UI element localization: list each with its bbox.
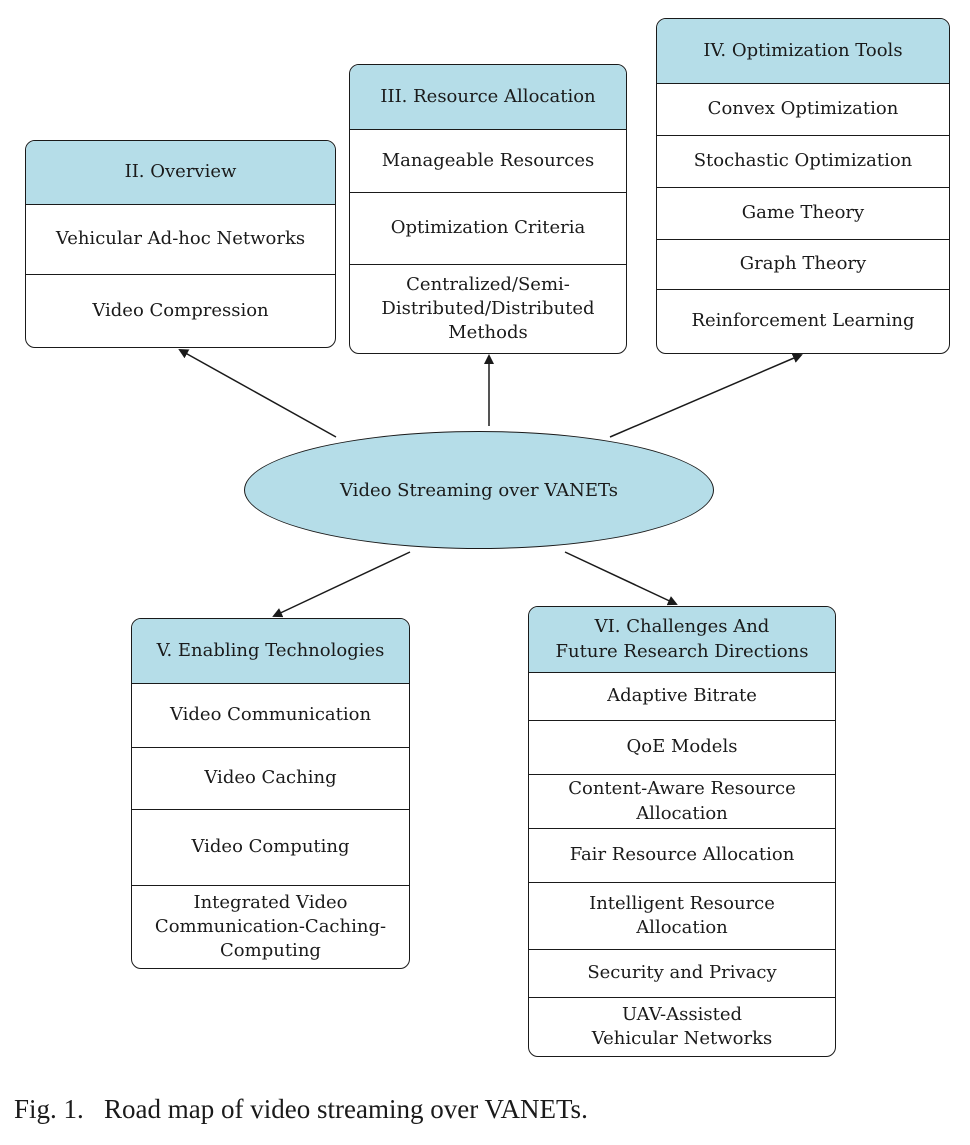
resource-allocation-box: III. Resource Allocation Manageable Reso… xyxy=(349,64,627,354)
overview-item-vanet: Vehicular Ad-hoc Networks xyxy=(26,205,335,275)
arrow-to-challenges xyxy=(564,551,678,606)
optimization-item-stochastic: Stochastic Optimization xyxy=(657,136,949,188)
figure-caption-label: Fig. 1. xyxy=(14,1094,84,1124)
challenges-item-content-aware: Content-Aware Resource Allocation xyxy=(529,775,835,829)
challenges-item-intelligent-allocation: Intelligent Resource Allocation xyxy=(529,883,835,950)
arrow-to-enabling-technologies xyxy=(272,551,411,618)
enabling-technologies-title: V. Enabling Technologies xyxy=(132,619,409,684)
enabling-item-video-caching: Video Caching xyxy=(132,748,409,810)
figure-caption: Fig. 1. Road map of video streaming over… xyxy=(14,1094,588,1125)
resource-item-methods: Centralized/Semi- Distributed/Distribute… xyxy=(381,273,595,344)
arrow-to-overview xyxy=(178,349,337,438)
optimization-item-convex: Convex Optimization xyxy=(657,84,949,136)
optimization-item-graph-theory: Graph Theory xyxy=(657,240,949,290)
resource-allocation-title: III. Resource Allocation xyxy=(350,65,626,130)
overview-item-video-compression: Video Compression xyxy=(92,299,269,321)
challenges-item-uav: UAV-Assisted Vehicular Networks xyxy=(591,1003,773,1049)
optimization-item-game-theory: Game Theory xyxy=(657,188,949,240)
enabling-technologies-box: V. Enabling Technologies Video Communica… xyxy=(131,618,410,969)
challenges-title: VI. Challenges And Future Research Direc… xyxy=(529,607,835,673)
resource-item-optimization-criteria: Optimization Criteria xyxy=(350,193,626,265)
enabling-item-integrated: Integrated Video Communication-Caching- … xyxy=(154,891,387,962)
challenges-item-qoe-models: QoE Models xyxy=(529,721,835,775)
center-topic-ellipse: Video Streaming over VANETs xyxy=(244,431,714,549)
optimization-tools-title: IV. Optimization Tools xyxy=(657,19,949,84)
challenges-item-security-privacy: Security and Privacy xyxy=(529,950,835,998)
optimization-tools-box: IV. Optimization Tools Convex Optimizati… xyxy=(656,18,950,354)
enabling-item-video-computing: Video Computing xyxy=(132,810,409,886)
challenges-item-fair-allocation: Fair Resource Allocation xyxy=(529,829,835,883)
enabling-item-video-communication: Video Communication xyxy=(132,684,409,748)
resource-item-manageable-resources: Manageable Resources xyxy=(350,130,626,193)
center-topic-label: Video Streaming over VANETs xyxy=(340,479,618,501)
overview-title: II. Overview xyxy=(26,141,335,205)
challenges-item-adaptive-bitrate: Adaptive Bitrate xyxy=(529,673,835,721)
figure-caption-text: Road map of video streaming over VANETs. xyxy=(104,1094,588,1124)
overview-box: II. Overview Vehicular Ad-hoc Networks V… xyxy=(25,140,336,348)
challenges-box: VI. Challenges And Future Research Direc… xyxy=(528,606,836,1057)
optimization-item-reinforcement-learning: Reinforcement Learning xyxy=(691,310,915,332)
arrow-to-optimization-tools xyxy=(609,353,803,438)
